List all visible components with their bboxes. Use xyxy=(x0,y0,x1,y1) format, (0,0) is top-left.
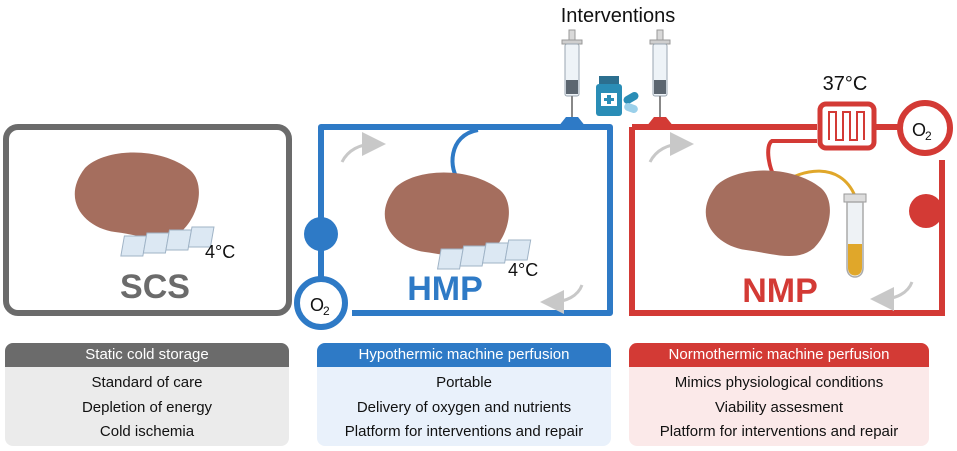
nmp-info-panel: Normothermic machine perfusion Mimics ph… xyxy=(629,343,929,446)
hmp-temp: 4°C xyxy=(508,260,538,280)
nmp-kidney-icon xyxy=(705,170,830,257)
svg-text:O: O xyxy=(310,295,324,315)
nmp-oxygenator-icon: O 2 xyxy=(897,100,953,156)
perfusion-diagram: Interventions SCS 4°C O 2 xyxy=(3,5,953,330)
interventions-label: Interventions xyxy=(561,5,676,27)
hmp-injection-port xyxy=(558,117,586,127)
scs-container: SCS 4°C xyxy=(3,124,292,316)
hmp-flow-arrow-icon xyxy=(340,132,386,163)
hmp-abbr: HMP xyxy=(407,270,483,308)
scs-abbr: SCS xyxy=(120,268,190,306)
scs-info-panel: Static cold storage Standard of care Dep… xyxy=(5,343,289,446)
svg-text:2: 2 xyxy=(925,129,932,143)
hmp-kidney-icon xyxy=(384,172,509,259)
svg-text:O: O xyxy=(912,120,926,140)
scs-temp: 4°C xyxy=(205,242,235,262)
nmp-injection-port xyxy=(646,117,674,127)
scs-panel-body: Standard of care Depletion of energy Col… xyxy=(5,367,289,446)
hmp-flow-arrow-icon xyxy=(540,284,584,314)
hmp-panel-title: Hypothermic machine perfusion xyxy=(317,343,611,367)
nmp-item: Viability assesment xyxy=(714,398,844,416)
hmp-pump-icon xyxy=(304,217,338,251)
scs-item: Standard of care xyxy=(91,374,203,391)
syringe-icon xyxy=(649,29,671,117)
nmp-pump-icon xyxy=(909,194,943,228)
ice-cubes-icon xyxy=(436,239,532,270)
nmp-item: Platform for interventions and repair xyxy=(659,423,899,440)
nmp-temp: 37°C xyxy=(823,73,868,95)
hmp-info-panel: Hypothermic machine perfusion Portable D… xyxy=(317,343,611,446)
hmp-container: O 2 HMP 4°C xyxy=(294,117,613,330)
svg-text:2: 2 xyxy=(323,304,330,318)
test-tube-icon xyxy=(843,193,867,278)
hmp-item: Delivery of oxygen and nutrients xyxy=(356,398,572,416)
scs-item: Depletion of energy xyxy=(81,398,213,416)
nmp-panel-title: Normothermic machine perfusion xyxy=(629,343,929,367)
nmp-abbr: NMP xyxy=(742,272,818,310)
hmp-item: Portable xyxy=(436,374,492,391)
nmp-container: 37°C O 2 NMP xyxy=(629,73,953,316)
nmp-panel-body: Mimics physiological conditions Viabilit… xyxy=(629,367,929,446)
scs-item: Cold ischemia xyxy=(99,423,195,440)
medicine-bottle-icon xyxy=(596,76,622,116)
hmp-oxygenator-icon: O 2 xyxy=(294,276,348,330)
pills-icon xyxy=(623,92,639,114)
ice-cubes-icon xyxy=(120,226,215,257)
heater-icon xyxy=(817,101,877,151)
syringe-icon xyxy=(561,29,583,117)
hmp-panel-body: Portable Delivery of oxygen and nutrient… xyxy=(317,367,611,446)
nmp-item: Mimics physiological conditions xyxy=(674,374,884,391)
hmp-item: Platform for interventions and repair xyxy=(344,423,584,440)
scs-kidney-icon xyxy=(74,152,199,239)
nmp-flow-arrow-icon xyxy=(648,132,694,163)
scs-panel-title: Static cold storage xyxy=(5,343,289,367)
nmp-flow-arrow-icon xyxy=(870,281,914,311)
